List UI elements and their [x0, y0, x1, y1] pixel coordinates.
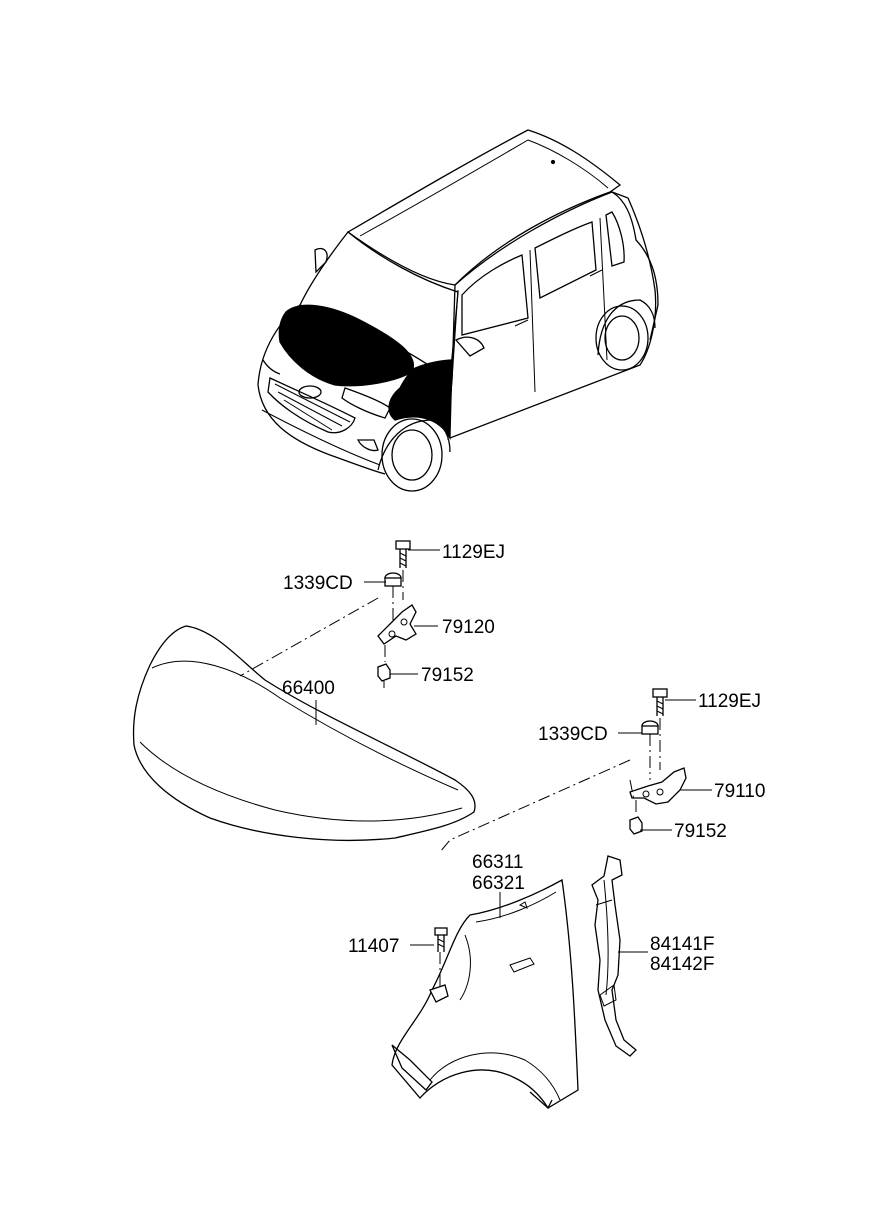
label-hinge-left: 79120 [442, 617, 495, 638]
label-bolt-upper-left: 1129EJ [442, 542, 505, 563]
label-hinge-right: 79110 [714, 781, 765, 802]
fender-bolt [434, 927, 448, 952]
label-bolt-upper-right: 1129EJ [698, 691, 761, 712]
label-nut-upper-right: 79152 [674, 821, 727, 842]
label-hood: 66400 [282, 678, 335, 699]
front-fender [391, 878, 579, 1110]
hinge-assembly-right [629, 688, 687, 835]
assembly-lines [239, 570, 661, 990]
hinge-assembly-left [377, 540, 417, 688]
hood-highlight [278, 304, 415, 387]
label-washer-upper-left: 1339CD [283, 573, 353, 594]
label-insulator-1: 84141F [650, 934, 714, 955]
fender-highlight [388, 359, 453, 441]
label-washer-upper-right: 1339CD [538, 724, 608, 745]
label-fender-bolt: 11407 [348, 936, 399, 957]
label-fender-1: 66311 [472, 852, 523, 873]
vehicle-illustration [257, 129, 659, 492]
label-nut-upper-left: 79152 [421, 665, 474, 686]
part-labels: 1129EJ 1339CD 79120 79152 66400 1129EJ 1… [282, 542, 765, 975]
hood-panel [132, 625, 476, 842]
fender-insulator [591, 855, 637, 1057]
label-insulator-2: 84142F [650, 954, 714, 975]
label-fender-2: 66321 [472, 873, 525, 894]
leader-lines [315, 549, 712, 953]
